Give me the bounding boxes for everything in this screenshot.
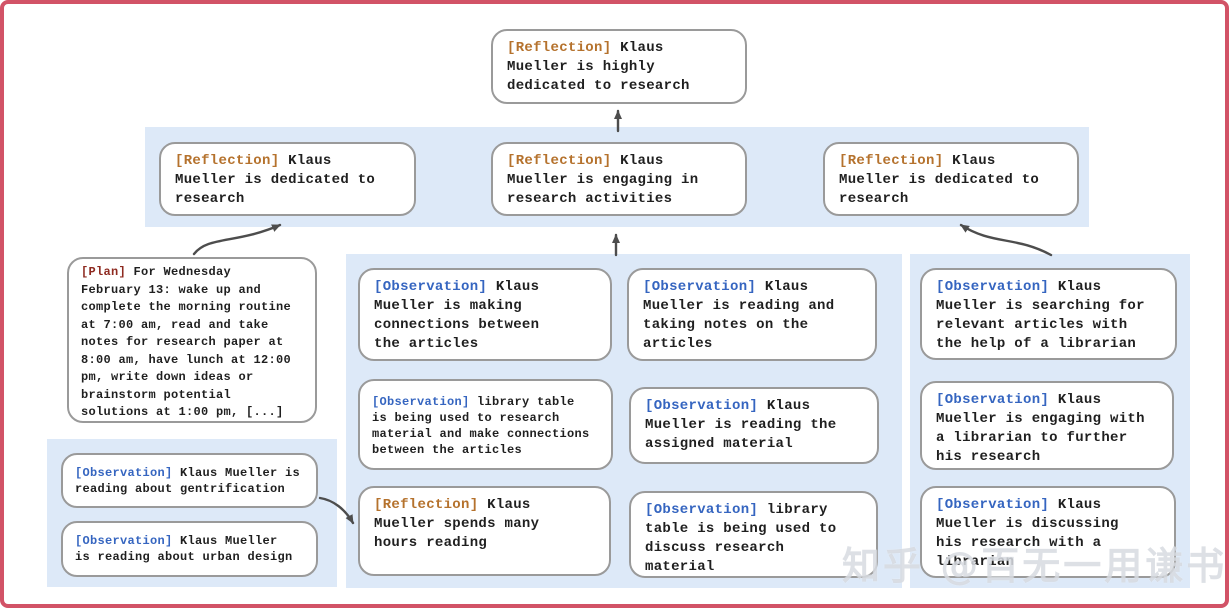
node-reflection-hours-reading: [Reflection] Klaus Mueller spends many h… [358, 486, 611, 576]
observation-tag: [Observation] [372, 395, 470, 409]
node-text: Klaus Mueller is reading and taking note… [643, 279, 835, 352]
node-text: Klaus Mueller is discussing his research… [936, 497, 1119, 570]
observation-tag: [Observation] [75, 466, 173, 480]
node-text: Klaus Mueller is highly dedicated to res… [507, 40, 690, 94]
observation-tag: [Observation] [75, 534, 173, 548]
node-reflection-right: [Reflection] Klaus Mueller is dedicated … [823, 142, 1079, 216]
observation-tag: [Observation] [936, 279, 1050, 295]
node-obs-searching-articles: [Observation] Klaus Mueller is searching… [920, 268, 1177, 360]
observation-tag: [Observation] [643, 279, 757, 295]
node-text: library table is being used to research … [372, 395, 590, 457]
reflection-tag: [Reflection] [507, 40, 612, 56]
reflection-tag: [Reflection] [175, 153, 280, 169]
node-obs-urban-design: [Observation] Klaus Mueller is reading a… [61, 521, 318, 577]
reflection-tag: [Reflection] [507, 153, 612, 169]
node-obs-engaging-librarian: [Observation] Klaus Mueller is engaging … [920, 381, 1174, 470]
edge-plan-to-left [192, 223, 282, 256]
plan-tag: [Plan] [81, 265, 127, 279]
observation-tag: [Observation] [645, 398, 759, 414]
node-text: For Wednesday February 13: wake up and c… [81, 265, 292, 419]
node-reflection-left: [Reflection] Klaus Mueller is dedicated … [159, 142, 416, 216]
node-root-reflection: [Reflection] Klaus Mueller is highly ded… [491, 29, 747, 104]
observation-tag: [Observation] [936, 392, 1050, 408]
node-text: Klaus Mueller is reading the assigned ma… [645, 398, 837, 452]
node-text: Klaus Mueller is engaging in research ac… [507, 153, 699, 207]
node-text: Klaus Mueller spends many hours reading [374, 497, 540, 551]
observation-tag: [Observation] [645, 502, 759, 518]
node-obs-making-connections: [Observation] Klaus Mueller is making co… [358, 268, 612, 361]
node-text: library table is being used to discuss r… [645, 502, 837, 575]
node-text: Klaus Mueller is making connections betw… [374, 279, 540, 352]
observation-tag: [Observation] [374, 279, 488, 295]
reflection-tag: [Reflection] [374, 497, 479, 513]
node-obs-library-table-discuss: [Observation] library table is being use… [629, 491, 878, 578]
node-plan: [Plan] For Wednesday February 13: wake u… [67, 257, 317, 423]
node-text: Klaus Mueller is engaging with a librari… [936, 392, 1145, 465]
node-reflection-middle: [Reflection] Klaus Mueller is engaging i… [491, 142, 747, 216]
node-text: Klaus Mueller is reading about gentrific… [75, 466, 301, 496]
node-text: Klaus Mueller is reading about urban des… [75, 534, 293, 564]
edge-rightcol-to-right [959, 223, 1053, 257]
node-text: Klaus Mueller is dedicated to research [839, 153, 1040, 207]
node-obs-gentrification: [Observation] Klaus Mueller is reading a… [61, 453, 318, 508]
reflection-tag: [Reflection] [839, 153, 944, 169]
node-obs-library-table-research: [Observation] library table is being use… [358, 379, 613, 470]
node-obs-assigned-material: [Observation] Klaus Mueller is reading t… [629, 387, 879, 464]
node-text: Klaus Mueller is searching for relevant … [936, 279, 1145, 352]
observation-tag: [Observation] [936, 497, 1050, 513]
node-obs-discussing-librarian: [Observation] Klaus Mueller is discussin… [920, 486, 1176, 578]
node-obs-taking-notes: [Observation] Klaus Mueller is reading a… [627, 268, 877, 361]
node-text: Klaus Mueller is dedicated to research [175, 153, 376, 207]
